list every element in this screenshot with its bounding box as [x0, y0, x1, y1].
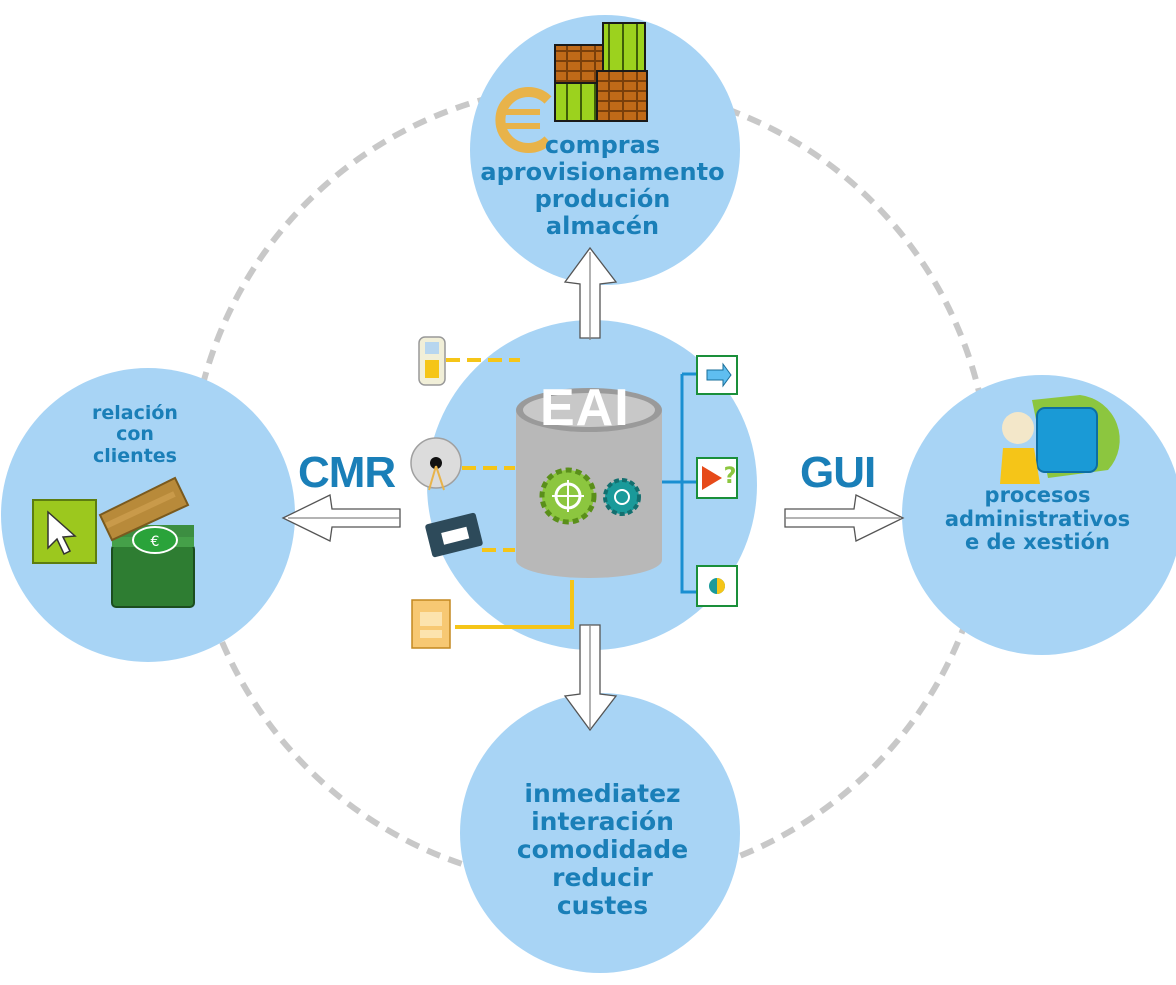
node-top-line: aprovisionamento	[480, 157, 725, 186]
floppy-disk-icon	[425, 512, 483, 558]
node-top-line: almacén	[545, 211, 660, 240]
arrow-right-icon	[784, 494, 905, 542]
node-bottom-line: comodidade	[516, 835, 689, 864]
mobile-phone-icon	[418, 336, 446, 386]
input-connectors	[446, 358, 574, 629]
cursor-icon	[32, 499, 97, 564]
svg-text:€: €	[151, 534, 160, 550]
node-top-line: compras	[544, 131, 661, 159]
node-label-left: relación con clientes	[60, 402, 210, 467]
gear-small-icon	[603, 478, 641, 516]
euro-icon	[495, 87, 552, 153]
crates-icon	[554, 22, 648, 122]
node-label-right: procesos administrativos e de xestión	[935, 483, 1140, 555]
user-icon	[1000, 412, 1040, 484]
side-label-right: GUI	[800, 448, 876, 497]
monitor-icon	[1032, 395, 1120, 478]
node-right-line: procesos	[984, 483, 1091, 507]
node-bottom-line: custes	[556, 891, 649, 920]
arrow-down-icon	[563, 624, 618, 732]
side-label-left: CMR	[298, 448, 396, 497]
half-circle-icon	[696, 565, 738, 607]
arrow-box-icon	[696, 355, 738, 395]
node-left-line: con	[116, 423, 154, 446]
arrow-up-icon	[563, 246, 618, 340]
svg-text:?: ?	[724, 464, 737, 489]
node-bottom-line: reducir	[552, 863, 653, 892]
node-label-top: compras aprovisionamento produción almac…	[470, 132, 735, 240]
play-question-icon: ?	[696, 457, 738, 499]
gear-icon	[539, 467, 597, 525]
node-bottom-line: inmediatez	[524, 779, 681, 808]
arrow-left-icon	[281, 494, 401, 542]
node-right-line: e de xestión	[964, 530, 1111, 555]
node-circle-bottom	[460, 693, 740, 973]
hub-label: EAI	[540, 379, 630, 437]
notebook-icon	[411, 599, 451, 649]
node-left-line: relación	[92, 402, 178, 424]
output-connectors	[655, 372, 698, 594]
node-top-line: produción	[534, 184, 671, 213]
money-stack-icon: €	[98, 476, 195, 608]
node-bottom-line: interación	[531, 807, 674, 836]
node-right-line: administrativos	[944, 506, 1131, 531]
node-circle-top	[470, 15, 740, 285]
node-left-line: clientes	[93, 444, 177, 467]
node-label-bottom: inmediatez interación comodidade reducir…	[495, 780, 710, 920]
cd-icon	[410, 437, 462, 491]
